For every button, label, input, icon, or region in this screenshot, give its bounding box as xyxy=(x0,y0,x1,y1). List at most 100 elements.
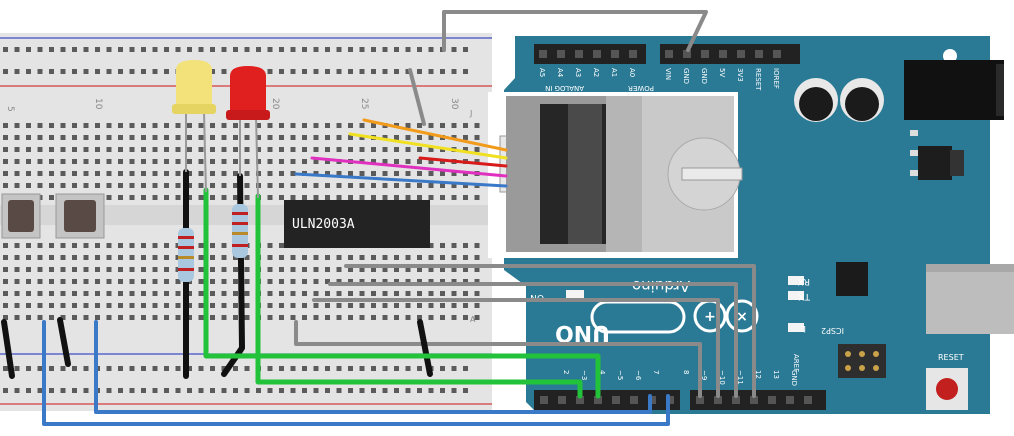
power-pin-label: 3V3 xyxy=(736,68,744,82)
power-pin-label: GND xyxy=(700,68,708,84)
on-label: ON xyxy=(530,292,544,302)
digital-pin-label: ~5 xyxy=(616,370,624,380)
digital-header-low xyxy=(534,390,680,410)
gray-rail-wire xyxy=(408,68,426,126)
digital-pin-label: ~10 xyxy=(718,370,726,385)
digital-pin-label: 7 xyxy=(652,370,660,374)
stepper-motor xyxy=(488,92,743,258)
gray-signal-wire-1 xyxy=(344,264,756,398)
yellow-motor-wire xyxy=(348,132,508,160)
analog-header xyxy=(534,44,646,64)
power-pin-label: IOREF xyxy=(772,68,780,89)
resistor xyxy=(178,228,194,282)
usb-controller-chip xyxy=(836,262,868,296)
wires xyxy=(1,10,756,426)
black-ground-wire xyxy=(417,319,433,377)
power-header-label: POWER xyxy=(628,84,654,92)
digital-pin-label: ~9 xyxy=(700,370,708,380)
blue-motor-wire xyxy=(294,172,508,188)
rx-led xyxy=(788,276,804,285)
magenta-motor-wire xyxy=(310,156,508,178)
digital-pin-label: GND xyxy=(790,370,798,386)
motor-shaft xyxy=(681,167,743,181)
motor-end-cap-left xyxy=(606,96,642,252)
gray-gnd-wire xyxy=(442,10,708,52)
analog-pin-label: A2 xyxy=(592,68,600,77)
voltage-regulator xyxy=(918,146,952,180)
power-jack xyxy=(904,60,1004,120)
power-pin-label: GND xyxy=(682,68,690,84)
digital-pin-label: AREF xyxy=(792,354,800,372)
analog-pin-label: A1 xyxy=(610,68,618,77)
blue-button-wire-1 xyxy=(42,320,670,426)
digital-pin-label: 8 xyxy=(682,370,690,374)
digital-pin-label: ~6 xyxy=(634,370,642,381)
voltage-regulator-tab xyxy=(950,150,964,176)
digital-pin-label: ~11 xyxy=(736,370,744,385)
rail-holes-bottom-1 xyxy=(0,360,472,372)
chip-label: ULN2003A xyxy=(292,217,355,232)
led-label: TX xyxy=(798,291,811,301)
analog-pin-label: A5 xyxy=(538,68,546,77)
gray-signal-wire-3 xyxy=(312,298,720,398)
icsp-label: ICSP2 xyxy=(821,326,844,335)
on-led xyxy=(566,290,584,299)
reset-label: RESET xyxy=(938,353,964,362)
blue-button-wire-2 xyxy=(94,320,652,414)
logo-plus-icon: + xyxy=(704,309,716,325)
column-number: 25 xyxy=(359,98,369,109)
rail-holes-top-1 xyxy=(0,44,472,56)
capacitor-top xyxy=(799,87,833,121)
green-led-wire-1 xyxy=(203,187,601,399)
uln2003a-chip: ULN2003A xyxy=(284,200,430,248)
gray-signal-wire-4 xyxy=(294,320,702,398)
power-pin-label: 5V xyxy=(718,68,726,77)
capacitor-top xyxy=(845,87,879,121)
black-button-wire xyxy=(57,317,71,367)
rail-holes-bottom-2 xyxy=(0,382,472,394)
usb-port xyxy=(926,264,1014,334)
black-button-wire xyxy=(1,319,15,379)
power-pin-label: VIN xyxy=(664,68,672,80)
column-number: 30 xyxy=(449,98,459,110)
reset-button-cap[interactable] xyxy=(936,378,958,400)
digital-pin-label: 13 xyxy=(772,370,780,379)
resistor xyxy=(232,204,248,258)
power-pin-label: RESET xyxy=(754,68,762,91)
green-led-wire-2 xyxy=(255,193,583,399)
l-led xyxy=(788,323,804,332)
red-led xyxy=(226,66,270,199)
analog-header-label: ANALOG IN xyxy=(545,84,584,92)
digital-pin-label: 12 xyxy=(754,370,762,379)
digital-pin-label: ~3 xyxy=(580,370,588,380)
red-motor-wire xyxy=(418,156,508,168)
analog-pin-label: A0 xyxy=(628,68,636,77)
digital-pin-label: 2 xyxy=(562,370,570,374)
pushbutton[interactable] xyxy=(1,193,41,239)
mounting-hole xyxy=(943,49,957,63)
chip-body xyxy=(284,200,430,248)
led-label: RX xyxy=(798,276,810,286)
yellow-led xyxy=(172,60,216,193)
analog-pin-label: A3 xyxy=(574,68,582,77)
pushbutton[interactable] xyxy=(55,193,105,239)
row-letter: J xyxy=(469,109,472,118)
logo-minus-icon: × xyxy=(736,309,748,325)
uno-logo-text: UNO xyxy=(555,320,610,345)
power-header xyxy=(660,44,800,64)
icsp-header xyxy=(838,344,886,378)
row-letter: A xyxy=(470,315,476,324)
infinity-logo-right xyxy=(725,299,759,333)
column-number: 20 xyxy=(270,98,280,110)
analog-pin-label: A4 xyxy=(556,68,564,78)
orange-motor-wire xyxy=(362,118,508,152)
tx-led xyxy=(788,291,804,300)
led-label: L xyxy=(801,323,806,333)
digital-pin-label: 4 xyxy=(598,370,606,375)
gray-signal-wire-2 xyxy=(328,282,738,398)
column-number: 10 xyxy=(93,98,103,110)
column-number: 5 xyxy=(5,106,15,112)
motor-stack-highlight xyxy=(568,104,602,244)
power-jack-end xyxy=(996,64,1004,116)
